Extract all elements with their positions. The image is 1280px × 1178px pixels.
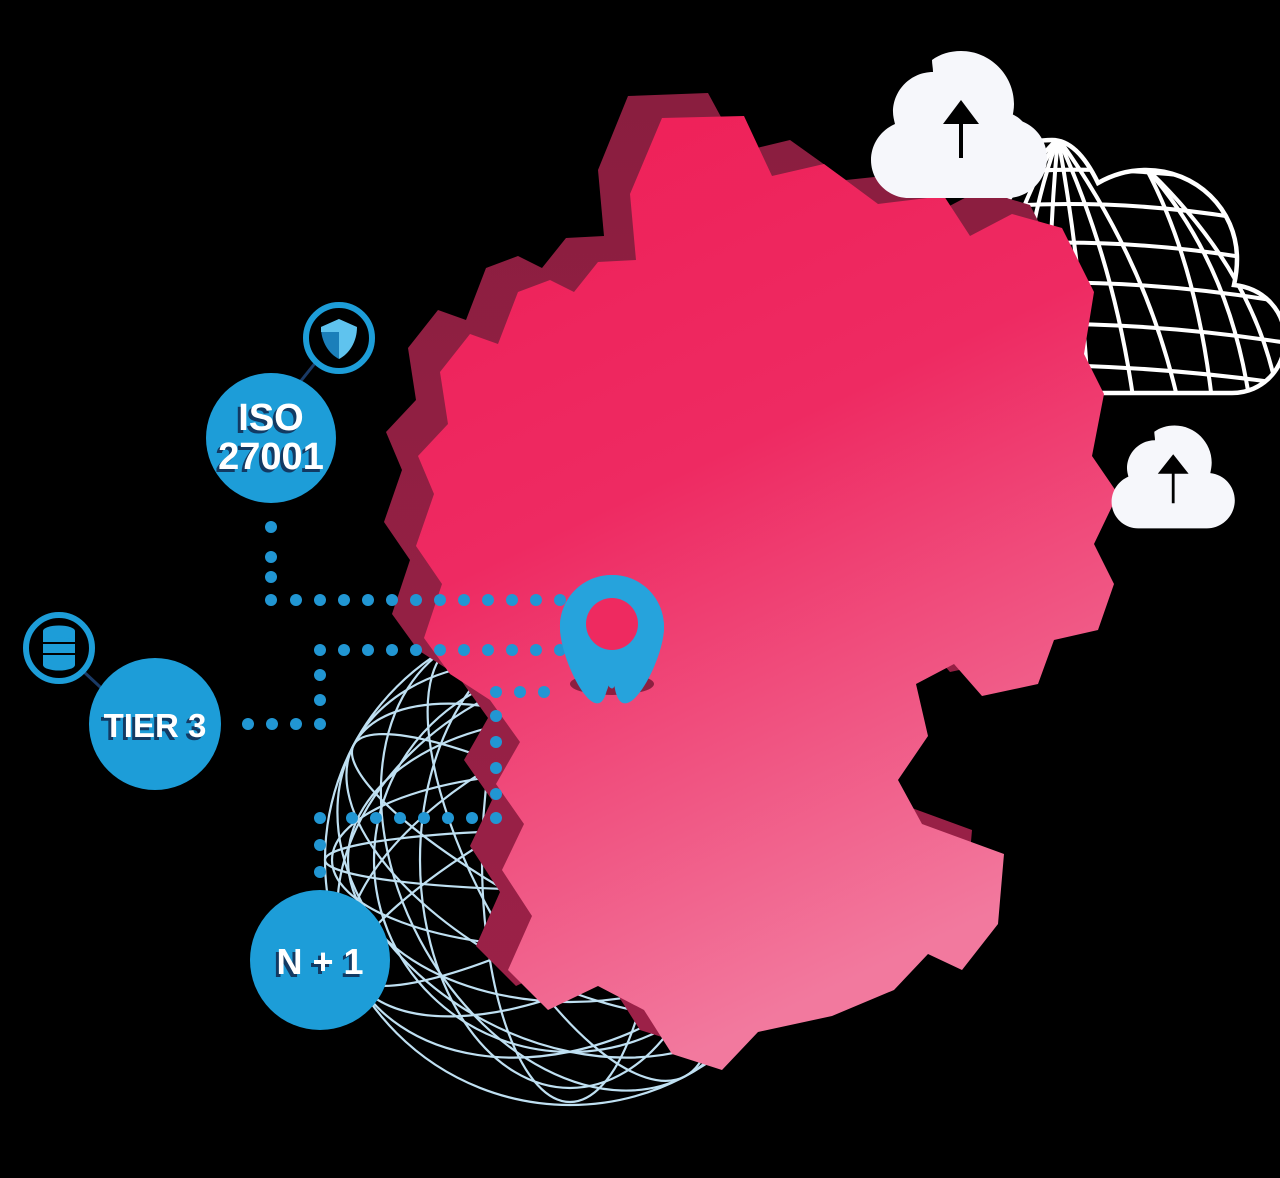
badge-iso-circle — [206, 373, 336, 503]
connector-dot — [394, 812, 406, 824]
connector-dot — [434, 594, 446, 606]
connector-dot — [386, 594, 398, 606]
connector-dot — [265, 571, 277, 583]
connector-dot — [314, 644, 326, 656]
badge-tier3-label-shadow: TIER 3 — [101, 710, 204, 747]
connector-dot — [506, 644, 518, 656]
database-bubble[interactable] — [23, 612, 95, 684]
badge-nplus1[interactable]: N + 1 N + 1 — [250, 890, 390, 1030]
connector-dot — [490, 812, 502, 824]
badge-nplus1-circle — [250, 890, 390, 1030]
badge-iso-line2-shadow: 27001 — [215, 439, 321, 481]
connector-dot — [530, 644, 542, 656]
shield-bubble-ring — [303, 302, 375, 374]
connector-dot — [314, 839, 326, 851]
connector-dot — [290, 718, 302, 730]
connector-dot — [266, 718, 278, 730]
connector-dot — [418, 812, 430, 824]
connector-dot — [466, 812, 478, 824]
shield-bubble[interactable] — [303, 302, 375, 374]
connector-dot — [314, 694, 326, 706]
badge-iso-line1-shadow: ISO — [235, 400, 300, 442]
connector-dot — [506, 594, 518, 606]
connector-dot — [265, 594, 277, 606]
connector-dot — [346, 812, 358, 824]
connector-dot — [242, 718, 254, 730]
connector-dot — [265, 551, 277, 563]
connector-dot — [482, 644, 494, 656]
database-icon — [43, 625, 75, 671]
connector-dot — [338, 594, 350, 606]
badge-tier3[interactable]: TIER 3 TIER 3 — [89, 658, 221, 790]
connector-dot — [490, 710, 502, 722]
connector-dot — [338, 644, 350, 656]
connector-dot — [362, 644, 374, 656]
connector-dot — [265, 521, 277, 533]
connector-dot — [290, 594, 302, 606]
connector-dot — [314, 812, 326, 824]
connector-dot — [554, 594, 566, 606]
badge-iso-line2: 27001 — [218, 436, 324, 478]
connector-dot — [314, 669, 326, 681]
connector-dot — [314, 866, 326, 878]
connector-dot — [458, 594, 470, 606]
connector-dot — [490, 736, 502, 748]
connector-dot — [458, 644, 470, 656]
connector-dot — [410, 594, 422, 606]
connector-dot — [514, 686, 526, 698]
connector-dot — [490, 762, 502, 774]
connector-dot — [442, 812, 454, 824]
badge-iso[interactable]: ISO ISO 27001 27001 — [206, 373, 336, 503]
badge-tier3-label: TIER 3 — [104, 707, 207, 744]
shield-icon — [321, 319, 357, 359]
cloud-upload-icon — [871, 51, 1047, 198]
database-bubble-ring — [23, 612, 95, 684]
connector-dot — [370, 812, 382, 824]
cloud-upload-icon — [1111, 425, 1235, 529]
badge-iso-line1: ISO — [238, 397, 303, 439]
connector-dot — [362, 594, 374, 606]
connector-dot — [314, 718, 326, 730]
badge-tier3-circle — [89, 658, 221, 790]
connector-dot — [482, 594, 494, 606]
badge-nplus1-label: N + 1 — [276, 941, 363, 982]
connector-dot — [490, 788, 502, 800]
connector-dot — [538, 686, 550, 698]
map-top-face — [416, 116, 1118, 1070]
connector-dot — [530, 594, 542, 606]
connector-dot — [314, 594, 326, 606]
dotted-connectors — [242, 521, 566, 878]
connector-dot — [434, 644, 446, 656]
connector-dot — [386, 644, 398, 656]
connector-dot — [490, 686, 502, 698]
badge-nplus1-label-shadow: N + 1 — [273, 944, 360, 985]
location-pin-hole — [586, 598, 638, 650]
connector-dot — [410, 644, 422, 656]
